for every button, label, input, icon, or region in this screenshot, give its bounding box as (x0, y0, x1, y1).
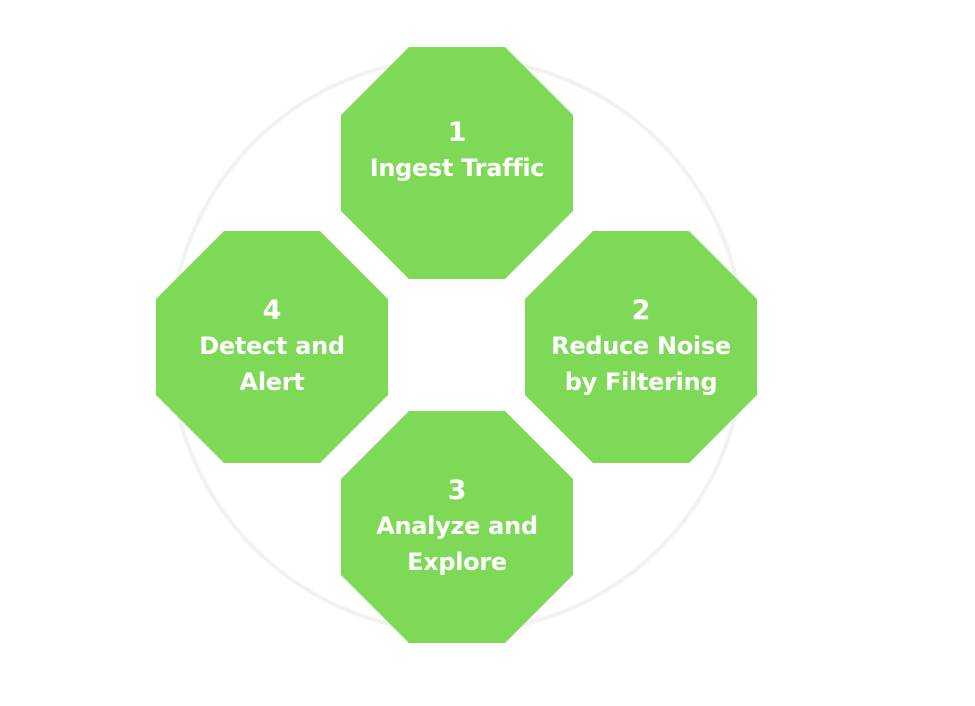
step-1-number: 1 (447, 117, 467, 148)
step-3-label: Analyze and Explore (376, 512, 538, 576)
step-2-octagon: 2 Reduce Noise by Filtering (525, 231, 757, 463)
step-2-number: 2 (631, 295, 651, 326)
step-4-number: 4 (262, 295, 282, 326)
step-4-label: Detect and Alert (199, 332, 345, 396)
step-1-label: Ingest Traffic (369, 154, 545, 182)
step-4-octagon: 4 Detect and Alert (156, 231, 388, 463)
step-3-number: 3 (447, 475, 467, 506)
step-2-label: Reduce Noise by Filtering (551, 332, 731, 396)
step-1-octagon: 1 Ingest Traffic (341, 47, 573, 279)
step-3-octagon: 3 Analyze and Explore (341, 411, 573, 643)
